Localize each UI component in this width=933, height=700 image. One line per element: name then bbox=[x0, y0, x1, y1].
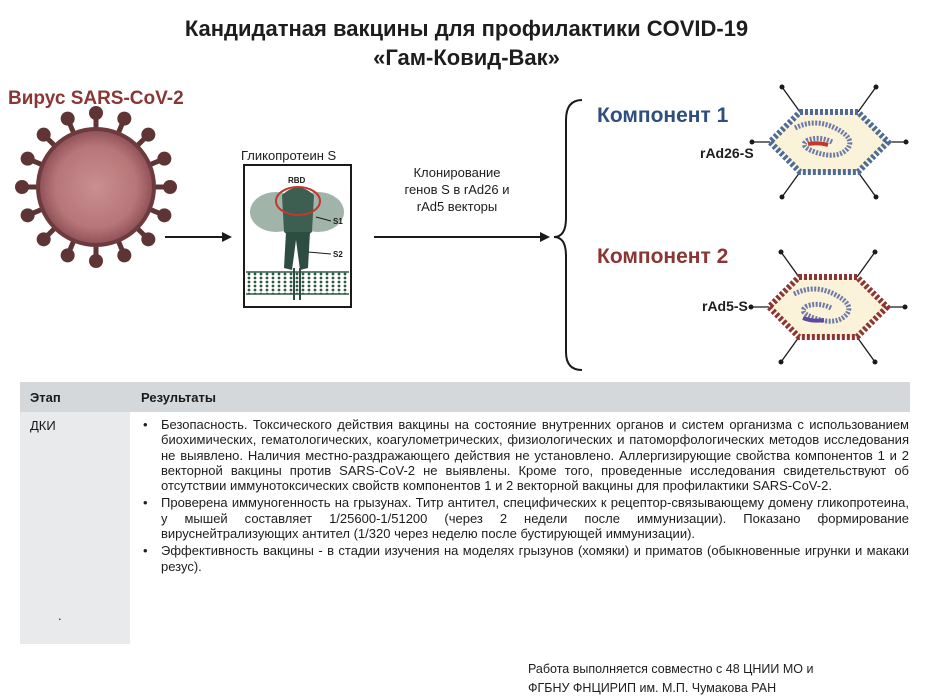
stage-column: ДКИ . bbox=[20, 412, 130, 644]
results-table: Этап Результаты ДКИ . • Безопасность. Ток… bbox=[20, 382, 910, 644]
virus-spike-head bbox=[36, 232, 51, 247]
sars-cov-2-virus-icon bbox=[15, 106, 177, 268]
virus-spike-head bbox=[89, 254, 103, 268]
virus-spike-head bbox=[157, 208, 172, 223]
list-item: • Проверена иммуногенность на грызунах. Т… bbox=[143, 495, 909, 541]
adenovirus-rad5-icon bbox=[748, 249, 908, 365]
virus-spike-head bbox=[20, 208, 35, 223]
list-item: • Эффективность вакцины - в стадии изучен… bbox=[143, 543, 909, 574]
virus-spike-head bbox=[117, 111, 132, 126]
virus-spike-head bbox=[117, 248, 132, 263]
stage-value: ДКИ bbox=[30, 418, 56, 433]
footer-line-2: ФГБНУ ФНЦИРИП им. М.П. Чумакова РАН bbox=[528, 681, 777, 695]
glycoprotein-label: Гликопротеин S bbox=[241, 148, 337, 163]
stage-mark: . bbox=[58, 608, 62, 623]
virus-spike-head bbox=[36, 127, 51, 142]
glycoprotein-s-icon bbox=[243, 164, 352, 308]
result-text: Проверена иммуногенность на грызунах. Ти… bbox=[161, 495, 909, 542]
adenovirus-rad26-icon bbox=[749, 84, 909, 200]
virus-spike-head bbox=[141, 232, 156, 247]
footer-note: Работа выполняется совместно с 48 ЦНИИ М… bbox=[528, 660, 813, 698]
title-line-2: «Гам-Ковид-Вак» bbox=[373, 45, 560, 70]
rbd-label: RBD bbox=[288, 176, 306, 185]
curly-bracket bbox=[553, 99, 583, 371]
virus-spike-head bbox=[141, 127, 156, 142]
header-stage: Этап bbox=[30, 390, 61, 405]
result-text: Эффективность вакцины - в стадии изучени… bbox=[161, 543, 909, 574]
cloning-label-line-1: Клонирование bbox=[413, 165, 501, 180]
component-1-vector-label: rAd26-S bbox=[700, 145, 754, 161]
virus-spike-head bbox=[157, 151, 172, 166]
bullet-mark: • bbox=[143, 543, 148, 559]
results-list: • Безопасность. Токсического действия вак… bbox=[143, 417, 909, 576]
cloning-label: Клонирование генов S в rAd26 и rAd5 вект… bbox=[382, 164, 532, 215]
title-line-1: Кандидатная вакцины для профилактики COV… bbox=[184, 16, 749, 41]
cloning-label-line-2: генов S в rAd26 и bbox=[404, 182, 510, 197]
virus-spike-head bbox=[60, 248, 75, 263]
arrow-glycoprotein-to-vectors bbox=[374, 232, 550, 242]
header-results: Результаты bbox=[141, 390, 216, 405]
results-column: • Безопасность. Токсического действия вак… bbox=[130, 412, 910, 644]
page-title: Кандидатная вакцины для профилактики COV… bbox=[0, 14, 933, 72]
component-1-label: Компонент 1 bbox=[597, 104, 729, 127]
list-item: • Безопасность. Токсического действия вак… bbox=[143, 417, 909, 493]
component-2-label: Компонент 2 bbox=[597, 245, 729, 268]
virus-spike-head bbox=[163, 180, 177, 194]
virus-spike-head bbox=[15, 180, 29, 194]
result-text: Безопасность. Токсического действия вакц… bbox=[161, 417, 909, 494]
virus-spike-head bbox=[20, 151, 35, 166]
bullet-mark: • bbox=[143, 495, 148, 511]
table-header: Этап Результаты bbox=[20, 382, 910, 412]
s2-label: S2 bbox=[333, 250, 343, 259]
virus-spike-head bbox=[89, 106, 103, 120]
arrow-virus-to-glycoprotein bbox=[165, 232, 232, 242]
footer-line-1: Работа выполняется совместно с 48 ЦНИИ М… bbox=[528, 662, 814, 676]
virus-spike-head bbox=[60, 111, 75, 126]
s1-label: S1 bbox=[333, 217, 343, 226]
cloning-label-line-3: rAd5 векторы bbox=[416, 199, 498, 214]
bullet-mark: • bbox=[143, 417, 148, 432]
virus-label: Вирус SARS-CoV-2 bbox=[8, 88, 184, 109]
component-2-vector-label: rAd5-S bbox=[702, 298, 748, 314]
diagram-artwork: RBD S1 S2 bbox=[15, 84, 909, 371]
